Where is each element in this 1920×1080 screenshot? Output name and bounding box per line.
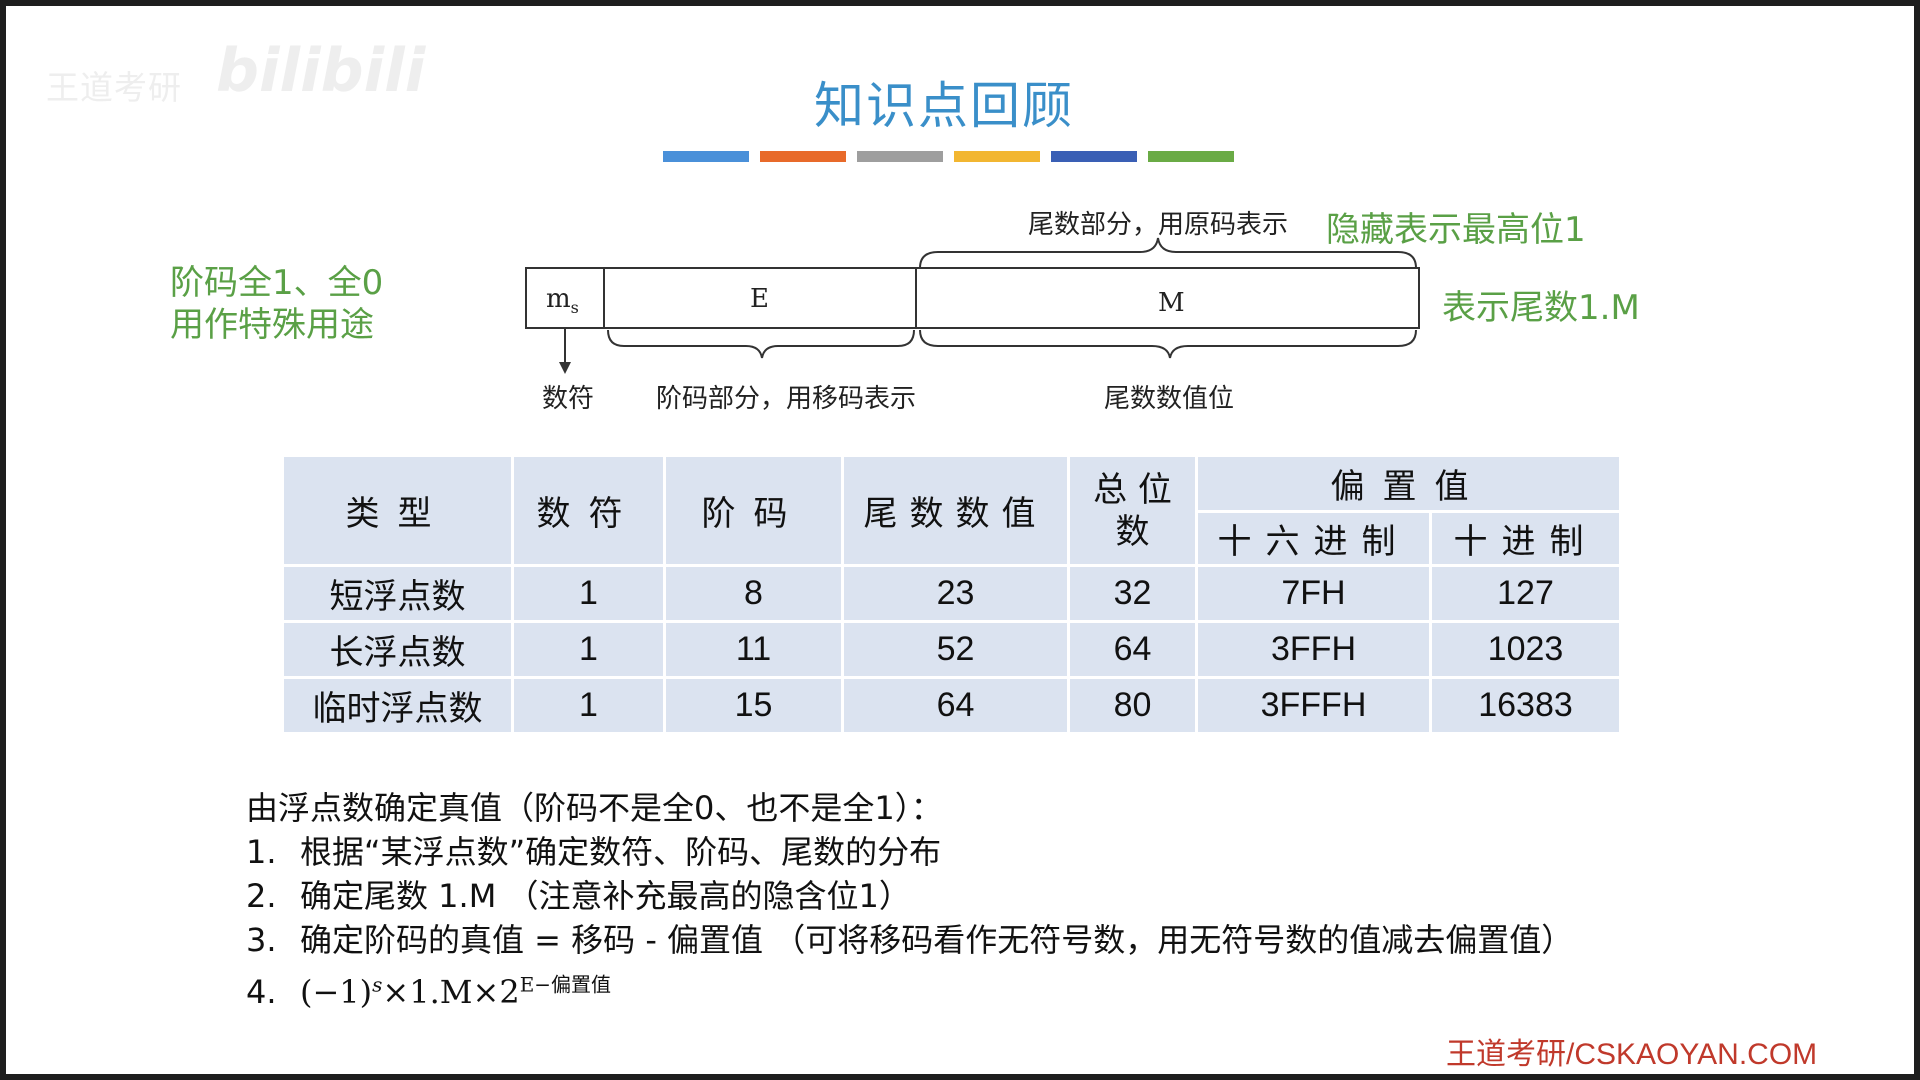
- step-number: 3.: [246, 921, 277, 959]
- value-formula: (−1)s×1.M×2E−偏置值: [300, 972, 612, 1011]
- cell-type: 长浮点数: [281, 620, 514, 679]
- header-mantissa: 尾数数值: [841, 454, 1070, 567]
- step-item: 3. 确定阶码的真值 = 移码 - 偏置值 （可将移码看作无符号数，用无符号数的值…: [246, 918, 1573, 962]
- header-exp: 阶码: [663, 454, 844, 567]
- title-bar-segment: [1051, 151, 1137, 162]
- cell-exp: 15: [663, 676, 844, 735]
- cell-total: 80: [1067, 676, 1198, 735]
- step-item: 1. 根据“某浮点数”确定数符、阶码、尾数的分布: [246, 830, 1573, 874]
- top-brace: [919, 237, 1417, 269]
- table-row: 短浮点数 1 8 23 32 7FH 127: [281, 564, 1622, 623]
- title-color-bars: [663, 151, 1234, 162]
- title-bar-segment: [857, 151, 943, 162]
- steps-section: 由浮点数确定真值（阶码不是全0、也不是全1）： 1. 根据“某浮点数”确定数符、阶…: [246, 786, 1573, 1014]
- header-bias: 偏置值: [1195, 454, 1622, 513]
- cell-mantissa: 23: [841, 564, 1070, 623]
- cell-exp: 11: [663, 620, 844, 679]
- sign-arrow-head: [559, 362, 571, 374]
- title-bar-segment: [954, 151, 1040, 162]
- formula-base: (−1): [300, 972, 373, 1011]
- formula-sign-exp: s: [372, 972, 383, 996]
- table-row: 临时浮点数 1 15 64 80 3FFFH 16383: [281, 676, 1622, 735]
- header-sign: 数符: [511, 454, 666, 567]
- formula-exponent: E−偏置值: [519, 972, 612, 996]
- note-mantissa-form: 表示尾数1.M: [1442, 288, 1640, 328]
- cell-mantissa: 52: [841, 620, 1070, 679]
- cell-total: 64: [1067, 620, 1198, 679]
- step-text: 根据“某浮点数”确定数符、阶码、尾数的分布: [300, 833, 942, 871]
- cell-total: 32: [1067, 564, 1198, 623]
- table-row: 长浮点数 1 11 52 64 3FFH 1023: [281, 620, 1622, 679]
- cell-sign: 1: [511, 676, 666, 735]
- step-number: 4.: [246, 972, 277, 1011]
- cell-dec: 1023: [1429, 620, 1622, 679]
- step-item-formula: 4. (−1)s×1.M×2E−偏置值: [246, 962, 1573, 1014]
- cell-dec: 127: [1429, 564, 1622, 623]
- mantissa-caption: 尾数数值位: [1104, 384, 1235, 414]
- title-bar-segment: [760, 151, 846, 162]
- field-exp-label: E: [750, 284, 769, 314]
- formula-middle: ×1.M×2: [382, 972, 520, 1011]
- float-format-diagram: [525, 237, 1420, 374]
- title-bar-segment: [1148, 151, 1234, 162]
- cell-hex: 3FFH: [1195, 620, 1432, 679]
- title-bar-segment: [663, 151, 749, 162]
- watermark-text: 王道考研: [46, 68, 182, 107]
- cell-dec: 16383: [1429, 676, 1622, 735]
- field-mantissa-box: [915, 267, 1420, 329]
- footer-brand: 王道考研/CSKAOYAN.COM: [1446, 1038, 1818, 1071]
- header-total-line1: 总 位: [1093, 469, 1172, 510]
- exp-caption: 阶码部分，用移码表示: [656, 384, 917, 414]
- field-mantissa-label: M: [1158, 288, 1185, 318]
- cell-hex: 7FH: [1195, 564, 1432, 623]
- step-item: 2. 确定尾数 1.M （注意补充最高的隐含位1）: [246, 874, 1573, 918]
- cell-type: 临时浮点数: [281, 676, 514, 735]
- step-text: 确定阶码的真值 = 移码 - 偏置值 （可将移码看作无符号数，用无符号数的值减去…: [300, 921, 1574, 959]
- cell-hex: 3FFFH: [1195, 676, 1432, 735]
- step-number: 2.: [246, 877, 277, 915]
- header-hex: 十六进制: [1195, 510, 1432, 567]
- field-sign-label: ms: [546, 284, 579, 318]
- step-number: 1.: [246, 833, 277, 871]
- cell-type: 短浮点数: [281, 564, 514, 623]
- sign-caption: 数符: [542, 384, 595, 414]
- note-exponent-special: 阶码全1、全0 用作特殊用途: [170, 263, 384, 345]
- watermark-logo: bilibili: [216, 36, 426, 106]
- cell-exp: 8: [663, 564, 844, 623]
- slide: 王道考研 bilibili 知识点回顾 阶码全1、全0 用作特殊用途 隐藏表示最…: [6, 6, 1914, 1074]
- header-total-line2: 数: [1115, 511, 1150, 552]
- top-brace-label: 尾数部分，用原码表示: [1028, 210, 1289, 240]
- steps-intro: 由浮点数确定真值（阶码不是全0、也不是全1）：: [246, 789, 943, 827]
- header-total: 总 位 数: [1067, 454, 1198, 567]
- note-hidden-bit: 隐藏表示最高位1: [1326, 210, 1586, 250]
- mantissa-brace: [919, 329, 1417, 359]
- cell-sign: 1: [511, 620, 666, 679]
- cell-mantissa: 64: [841, 676, 1070, 735]
- float-format-table: 类型 数符 阶码 尾数数值 总 位 数 偏置值 十六进制 十进制 短浮点数 1 …: [281, 454, 1622, 735]
- header-type: 类型: [281, 454, 514, 567]
- step-text: 确定尾数 1.M （注意补充最高的隐含位1）: [300, 877, 911, 915]
- exp-brace: [607, 329, 915, 359]
- cell-sign: 1: [511, 564, 666, 623]
- header-dec: 十进制: [1429, 510, 1622, 567]
- page-title: 知识点回顾: [814, 77, 1074, 135]
